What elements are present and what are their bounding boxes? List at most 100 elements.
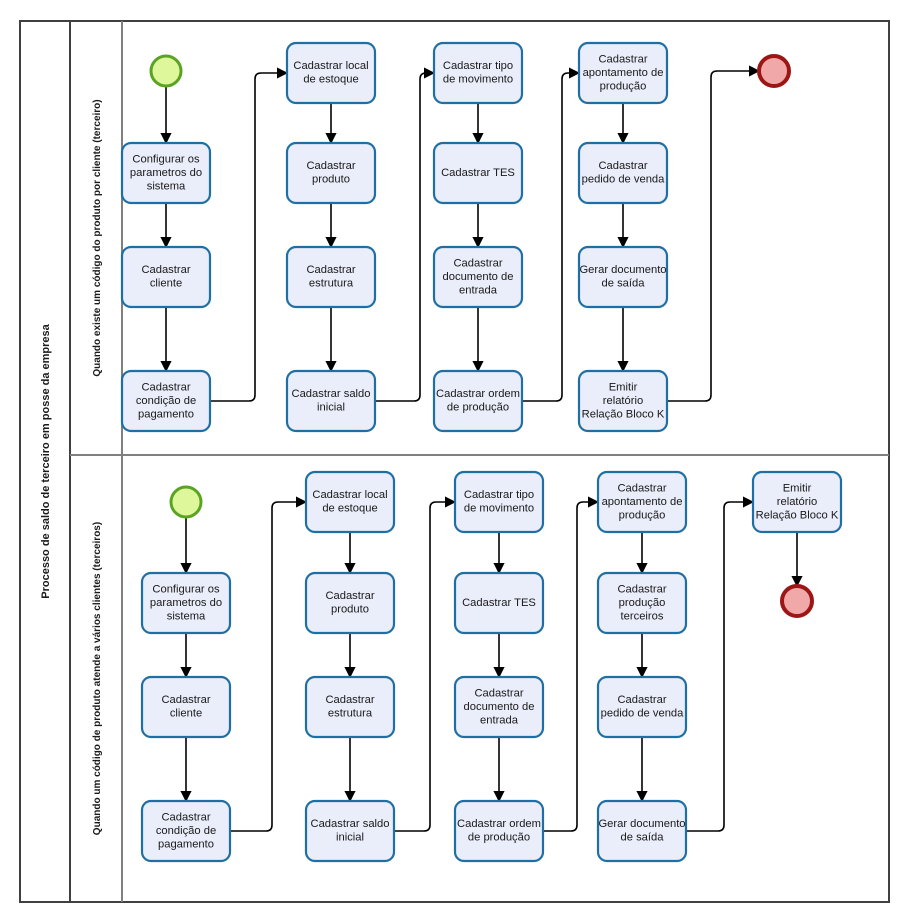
task-label: pedido de venda bbox=[601, 708, 685, 720]
task-label: entrada bbox=[459, 284, 498, 296]
task-cadastrar-tes[interactable]: Cadastrar TES bbox=[432, 141, 524, 205]
start-event[interactable] bbox=[149, 54, 183, 88]
task-label: de estoque bbox=[322, 503, 377, 515]
task-label: cliente bbox=[150, 278, 182, 290]
task-label: de movimento bbox=[464, 503, 534, 515]
flow-column-link bbox=[210, 67, 289, 402]
task-label: Configurar os bbox=[132, 153, 200, 165]
pool-title: Processo de saldo de terceiro em posse d… bbox=[40, 323, 52, 598]
task-label: Emitir bbox=[783, 482, 812, 494]
task-cadastrar-local-de-estoque[interactable]: Cadastrar local de estoque bbox=[304, 470, 396, 534]
task-label: Cadastrar bbox=[306, 264, 355, 276]
task-label: sistema bbox=[147, 180, 186, 192]
task-label: Cadastrar TES bbox=[462, 597, 536, 609]
lane-title-2: Quando um código de produto atende a vár… bbox=[92, 522, 103, 835]
task-cadastrar-estrutura[interactable]: Cadastrar estrutura bbox=[285, 245, 377, 309]
task-label: Cadastrar bbox=[598, 53, 647, 65]
task-label: de saída bbox=[602, 278, 646, 290]
task-label: sistema bbox=[167, 610, 206, 622]
task-label: Cadastrar ordem bbox=[436, 388, 520, 400]
task-label: Gerar documento bbox=[598, 818, 685, 830]
flow-column-link bbox=[522, 67, 581, 402]
task-label: inicial bbox=[317, 402, 345, 414]
task-label: Cadastrar tipo bbox=[464, 489, 534, 501]
task-label: Relação Bloco K bbox=[582, 408, 665, 420]
task-label: Cadastrar bbox=[474, 687, 523, 699]
task-cadastrar-tipo-de-movimento[interactable]: Cadastrar tipo de movimento bbox=[453, 470, 545, 534]
task-cadastrar-tes[interactable]: Cadastrar TES bbox=[453, 571, 545, 635]
end-event[interactable] bbox=[780, 584, 814, 618]
task-label: Cadastrar bbox=[325, 694, 374, 706]
end-event[interactable] bbox=[757, 54, 791, 88]
task-label: Cadastrar TES bbox=[441, 167, 515, 179]
task-label: Gerar documento bbox=[579, 264, 666, 276]
task-label: Cadastrar tipo bbox=[443, 60, 513, 72]
sequence-flows bbox=[160, 65, 803, 832]
task-cadastrar-tipo-de-movimento[interactable]: Cadastrar tipo de movimento bbox=[432, 41, 524, 105]
task-label: Cadastrar saldo bbox=[311, 818, 390, 830]
task-cadastrar-ordem-de-producao[interactable]: Cadastrar ordem de produção bbox=[432, 369, 524, 433]
task-label: de produção bbox=[447, 402, 509, 414]
task-label: Cadastrar saldo bbox=[292, 388, 371, 400]
task-label: estrutura bbox=[309, 278, 354, 290]
task-label: Cadastrar bbox=[617, 583, 666, 595]
task-label: Cadastrar bbox=[325, 590, 374, 602]
task-label: parametros do bbox=[150, 597, 222, 609]
task-cadastrar-saldo-inicial[interactable]: Cadastrar saldo inicial bbox=[304, 799, 396, 863]
task-label: parametros do bbox=[130, 167, 202, 179]
lane-title-1: Quando existe um código do produto por c… bbox=[92, 99, 103, 376]
task-label: inicial bbox=[336, 832, 364, 844]
task-label: de movimento bbox=[443, 74, 513, 86]
flow-to-end-event bbox=[667, 65, 761, 402]
task-label: Cadastrar local bbox=[312, 489, 387, 501]
flow-column-link bbox=[543, 496, 600, 832]
task-label: produto bbox=[312, 174, 350, 186]
task-cadastrar-saldo-inicial[interactable]: Cadastrar saldo inicial bbox=[285, 369, 377, 433]
task-gerar-documento-de-saida[interactable]: Gerar documento de saída bbox=[577, 245, 669, 309]
start-event[interactable] bbox=[169, 485, 203, 519]
task-label: Cadastrar bbox=[161, 811, 210, 823]
task-label: apontamento de bbox=[583, 67, 664, 79]
flow-column-link bbox=[686, 496, 755, 832]
task-label: produção bbox=[619, 509, 666, 521]
task-cadastrar-produto[interactable]: Cadastrar produto bbox=[285, 141, 377, 205]
task-label: Cadastrar bbox=[617, 482, 666, 494]
task-label: documento de bbox=[464, 701, 535, 713]
task-label: documento de bbox=[443, 271, 514, 283]
task-label: condição de bbox=[136, 395, 196, 407]
task-label: Cadastrar bbox=[141, 381, 190, 393]
task-cadastrar-local-de-estoque[interactable]: Cadastrar local de estoque bbox=[285, 41, 377, 105]
task-label: produção bbox=[619, 597, 666, 609]
flow-column-link bbox=[375, 67, 436, 402]
flow-column-link bbox=[230, 496, 308, 832]
task-label: pedido de venda bbox=[582, 174, 666, 186]
task-label: de estoque bbox=[303, 74, 358, 86]
task-label: Cadastrar local bbox=[293, 60, 368, 72]
pool-lane-labels: Processo de saldo de terceiro em posse d… bbox=[40, 99, 103, 835]
task-label: Cadastrar bbox=[306, 160, 355, 172]
task-label: relatório bbox=[777, 496, 817, 508]
task-label: cliente bbox=[170, 708, 202, 720]
task-label: terceiros bbox=[621, 610, 664, 622]
